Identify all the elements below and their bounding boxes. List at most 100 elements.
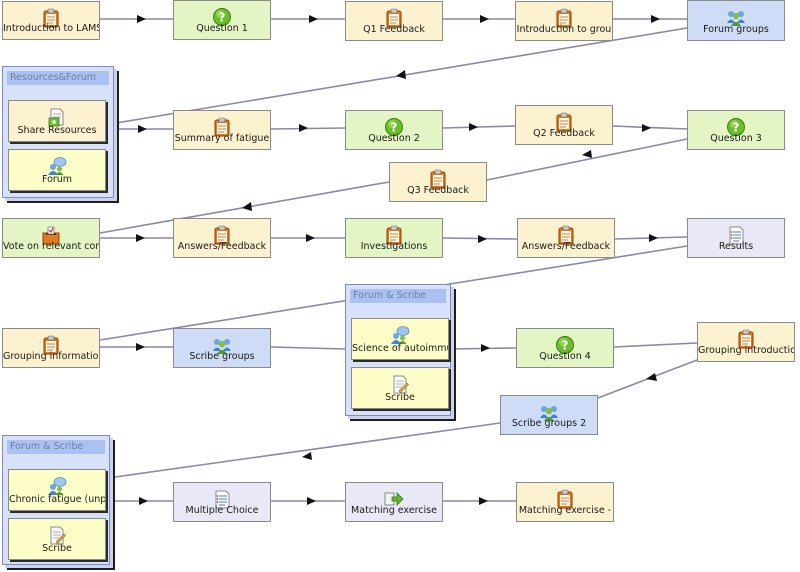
scribe-icon (390, 374, 410, 394)
notebook-icon (384, 225, 404, 245)
arrowhead (481, 344, 490, 352)
group-title: Forum & Scribe (350, 289, 446, 303)
activity-q2-feedback[interactable]: Q2 Feedback (515, 105, 613, 145)
arrowhead (306, 234, 315, 242)
arrowhead (302, 452, 312, 460)
arrowhead (478, 235, 487, 243)
activity-label: Chronic fatigue (unp (9, 494, 105, 505)
arrowhead (309, 15, 318, 23)
arrowhead (649, 234, 658, 242)
notebook-icon (41, 335, 61, 355)
activity-question-1[interactable]: ? Question 1 (173, 0, 271, 40)
notebook-icon (554, 8, 574, 28)
activity-forum-groups[interactable]: Forum groups (687, 0, 785, 41)
question-icon: ? (726, 117, 746, 137)
activity-results[interactable]: Results (687, 218, 785, 258)
arrowhead (480, 15, 489, 23)
activity-scribe-groups[interactable]: Scribe groups (173, 328, 271, 368)
arrow-icon (384, 489, 404, 509)
arrowhead (136, 234, 145, 242)
activity-label: Answers/Feedback (521, 241, 611, 252)
activity-question-4[interactable]: ? Question 4 (516, 328, 614, 368)
activity-matching-exercise[interactable]: Matching exercise (345, 482, 443, 522)
arrowhead (137, 15, 146, 23)
transition (442, 125, 516, 129)
activity-label: Summary of fatigue (174, 133, 270, 144)
activity-question-3[interactable]: ? Question 3 (687, 110, 785, 150)
arrowhead (396, 70, 406, 79)
arrowhead (642, 124, 651, 132)
activity-label: Matching exercise - (518, 505, 612, 516)
activity-multiple-choice[interactable]: Multiple Choice (173, 482, 271, 522)
activity-label: Scribe groups 2 (511, 418, 587, 429)
activity-question-2[interactable]: ? Question 2 (345, 110, 443, 150)
activity-scribe-groups-2[interactable]: Scribe groups 2 (500, 395, 598, 435)
activity-label: Investigations (360, 241, 428, 252)
list-icon (726, 225, 746, 245)
activity-grouping-introduction[interactable]: Grouping introduction (697, 322, 795, 362)
arrowhead (136, 343, 145, 351)
activity-label: Question 4 (539, 351, 591, 362)
transition (270, 127, 346, 130)
sub-activity-scribe-2[interactable]: Scribe (8, 518, 106, 560)
sub-activity-chronic-fatigue[interactable]: Chronic fatigue (unp (8, 469, 106, 511)
activity-label: Q1 Feedback (363, 24, 425, 35)
notebook-icon (555, 489, 575, 509)
activity-label: Results (718, 241, 754, 252)
activity-matching-exercise-dash[interactable]: Matching exercise - (516, 482, 614, 522)
activity-answers-feedback-2[interactable]: Answers/Feedback (517, 218, 615, 258)
group-title: Resources&Forum (7, 71, 109, 85)
activity-label: Question 3 (710, 133, 762, 144)
group-forum-scribe-2[interactable]: Forum & Scribe Chronic fatigue (unp Scri… (2, 435, 110, 565)
activity-introduction-to-lams[interactable]: Introduction to LAMS (2, 1, 100, 40)
transition (612, 125, 688, 130)
svg-text:?: ? (391, 121, 398, 135)
group-forum-scribe-1[interactable]: Forum & Scribe Science of autoimmun Scri… (345, 284, 451, 416)
activity-q1-feedback[interactable]: Q1 Feedback (345, 1, 443, 41)
activity-grouping-information[interactable]: Grouping information (2, 328, 100, 368)
activity-introduction-to-groups[interactable]: Introduction to grou (515, 1, 613, 41)
activity-q3-feedback[interactable]: Q3 Feedback (389, 162, 487, 202)
question-icon: ? (212, 7, 232, 27)
share-icon (47, 107, 67, 127)
activity-label: Question 1 (196, 23, 248, 34)
arrowhead (582, 150, 592, 158)
activity-label: Multiple Choice (185, 505, 259, 516)
activity-label: Question 2 (368, 133, 420, 144)
sub-activity-forum[interactable]: Forum (8, 149, 106, 191)
notebook-icon (736, 329, 756, 349)
sub-activity-scribe[interactable]: Scribe (351, 367, 449, 409)
activity-vote-on-relevant-comments[interactable]: Vote on relevant com (2, 218, 100, 258)
arrowhead (138, 125, 147, 133)
activity-label: Scribe groups (189, 351, 255, 362)
list-icon (212, 489, 232, 509)
transition (486, 138, 688, 181)
sub-activity-science-of-autoimmunity[interactable]: Science of autoimmun (351, 318, 449, 360)
activity-label: Scribe (385, 392, 415, 403)
activity-label: Matching exercise (351, 505, 437, 516)
notebook-icon (41, 8, 61, 28)
arrowhead (479, 497, 488, 505)
transition (613, 342, 698, 348)
question-icon: ? (555, 335, 575, 355)
forum-icon (47, 156, 67, 176)
notebook-icon (212, 225, 232, 245)
arrowhead (242, 202, 252, 211)
people-icon (726, 7, 746, 27)
activity-summary-of-fatigue[interactable]: Summary of fatigue (173, 110, 271, 150)
notebook-icon (428, 169, 448, 189)
group-resources-forum[interactable]: Resources&Forum Share Resources Forum (2, 66, 114, 198)
notebook-icon (212, 117, 232, 137)
question-icon: ? (384, 117, 404, 137)
forum-icon (390, 325, 410, 345)
sub-activity-share-resources[interactable]: Share Resources (8, 100, 106, 142)
arrowhead (469, 123, 478, 131)
arrowhead (651, 15, 660, 23)
activity-answers-feedback-1[interactable]: Answers/Feedback (173, 218, 271, 258)
group-title: Forum & Scribe (7, 440, 105, 454)
arrowhead (139, 497, 148, 505)
activity-investigations[interactable]: Investigations (345, 218, 443, 258)
people-icon (539, 402, 559, 422)
svg-text:?: ? (562, 339, 569, 353)
